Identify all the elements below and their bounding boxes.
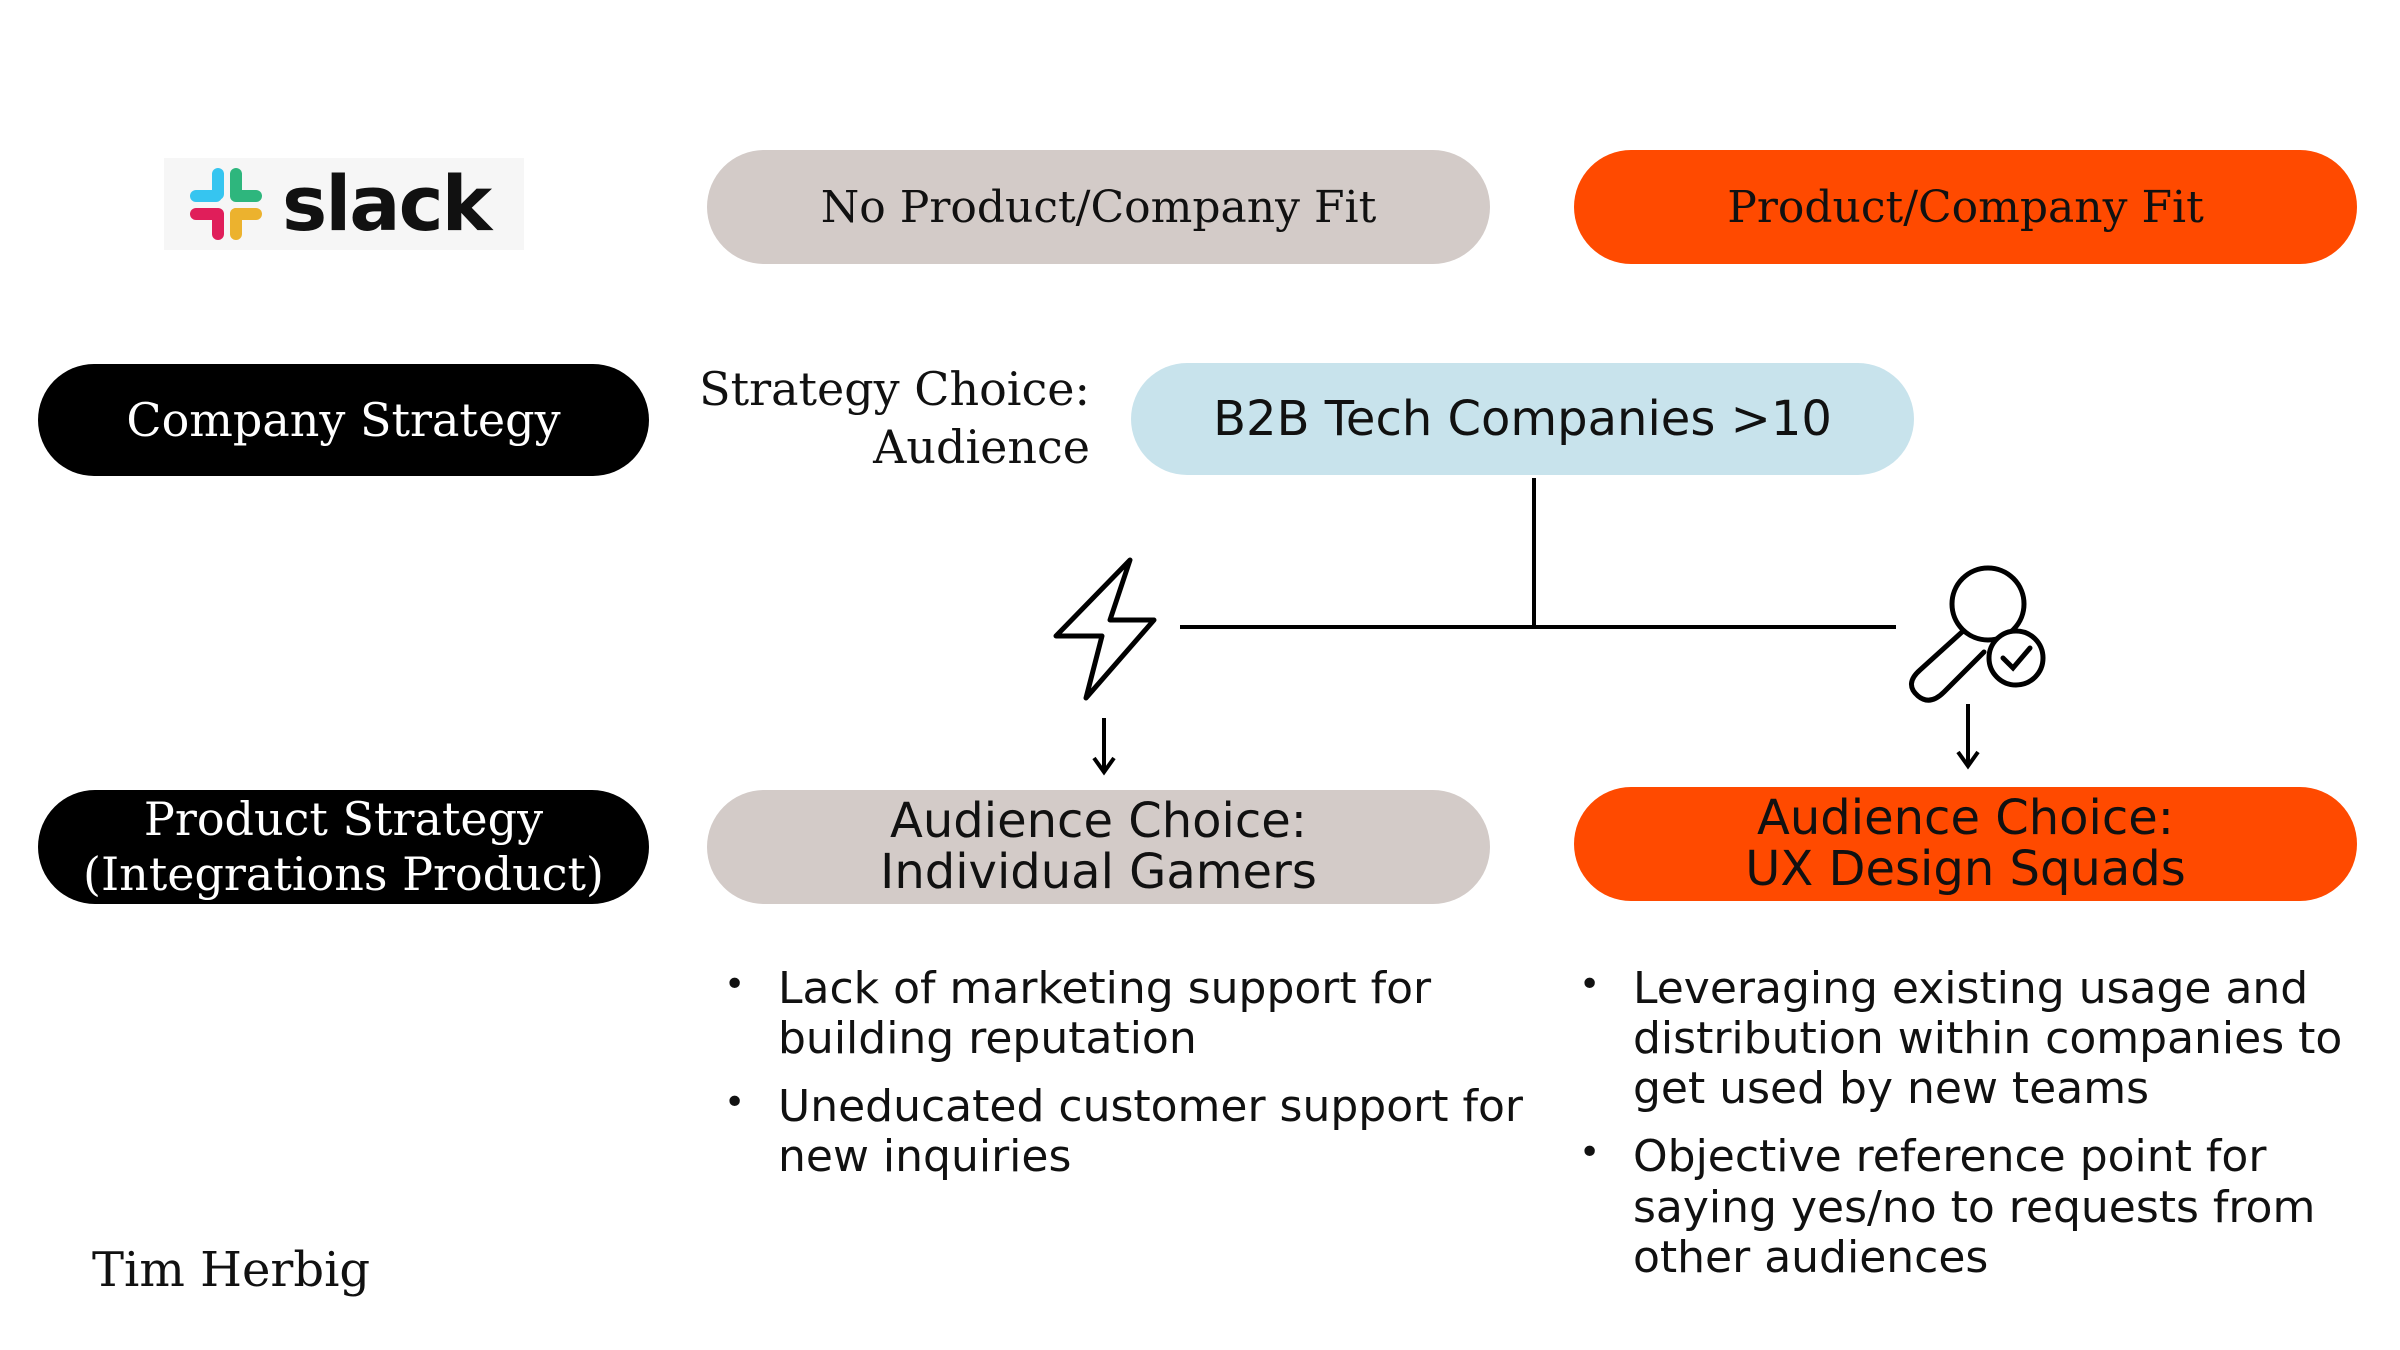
slack-logo: slack [164, 158, 524, 250]
audience-choice-gamers: Audience Choice: Individual Gamers [707, 790, 1490, 904]
strategy-choice-line-1: Strategy Choice: [699, 362, 1090, 416]
list-item: • Uneducated customer support for new in… [722, 1082, 1542, 1182]
audience-ux-line-1: Audience Choice: [1757, 789, 2174, 846]
list-item: • Lack of marketing support for building… [722, 963, 1542, 1065]
audience-gamers-line-2: Individual Gamers [880, 844, 1317, 900]
product-strategy-line-1: Product Strategy [143, 791, 544, 846]
magnifier-check-icon [1909, 565, 2046, 703]
audience-choice-ux-squads: Audience Choice: UX Design Squads [1574, 787, 2357, 901]
strategy-choice-value: B2B Tech Companies >10 [1131, 363, 1914, 475]
bullet-glyph: • [1579, 1132, 1601, 1174]
bullet-glyph: • [1579, 964, 1601, 1005]
arrow-down-right-icon [1956, 704, 1980, 770]
company-strategy-label: Company Strategy [38, 364, 649, 476]
list-item: • Objective reference point for saying y… [1577, 1131, 2377, 1283]
audience-gamers-line-1: Audience Choice: [890, 792, 1307, 849]
bullet-text: Objective reference point for saying yes… [1633, 1131, 2316, 1283]
strategy-choice-label: Strategy Choice: Audience [690, 360, 1090, 477]
bullet-glyph: • [724, 1082, 746, 1124]
slack-wordmark: slack [282, 159, 492, 248]
b2b-text: B2B Tech Companies >10 [1213, 391, 1832, 447]
bullet-text: Uneducated customer support for new inqu… [778, 1081, 1523, 1183]
lightning-bolt-icon [1053, 557, 1157, 701]
audience-ux-line-2: UX Design Squads [1745, 841, 2186, 897]
bullet-text: Lack of marketing support for building r… [778, 963, 1432, 1065]
slack-hash-icon [190, 168, 262, 240]
no-fit-label: No Product/Company Fit [820, 181, 1377, 233]
company-strategy-text: Company Strategy [126, 393, 561, 447]
product-company-fit-header: Product/Company Fit [1574, 150, 2357, 264]
list-item: • Leveraging existing usage and distribu… [1577, 963, 2377, 1115]
product-strategy-label: Product Strategy (Integrations Product) [38, 790, 649, 904]
fit-label: Product/Company Fit [1727, 181, 2204, 233]
bullets-no-fit: • Lack of marketing support for building… [722, 963, 1542, 1201]
product-strategy-line-2: (Integrations Product) [83, 847, 604, 901]
author-name: Tim Herbig [92, 1242, 371, 1298]
bullet-glyph: • [724, 964, 746, 1005]
no-product-company-fit-header: No Product/Company Fit [707, 150, 1490, 264]
arrow-down-left-icon [1092, 718, 1116, 776]
strategy-choice-line-2: Audience [873, 420, 1090, 475]
bullet-text: Leveraging existing usage and distributi… [1633, 963, 2343, 1115]
bullets-fit: • Leveraging existing usage and distribu… [1577, 963, 2377, 1301]
